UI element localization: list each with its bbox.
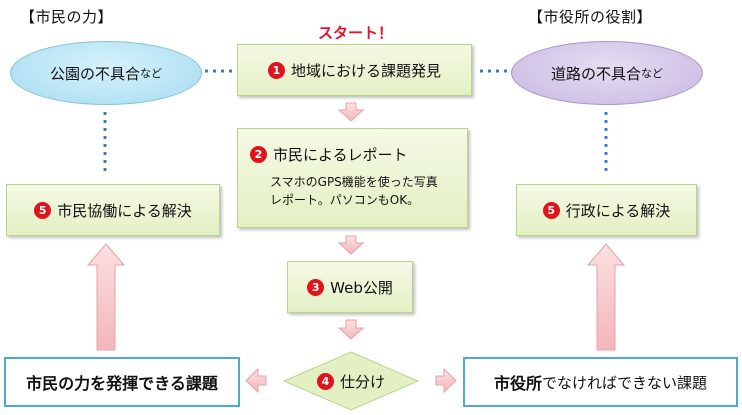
left-ellipse-suffix: など [140, 67, 162, 80]
step-1-number: 1 [267, 61, 285, 79]
step-3-number: 3 [307, 278, 325, 296]
step-3-label: Web公開 [330, 278, 393, 297]
step-2-title-row: 2 市民によるレポート [250, 144, 408, 165]
step-4-label: 仕分け [339, 372, 385, 391]
right-ellipse-main: 道路の不具合 [550, 64, 641, 83]
step-5-right-number: 5 [542, 201, 560, 219]
step-2-desc-line-1: スマホのGPS機能を使った写真 [270, 175, 438, 189]
left-arrow [245, 367, 267, 394]
step-3-box: 3 Web公開 [287, 261, 413, 313]
big-up-arrow-right [586, 243, 626, 351]
step-5-left-number: 5 [34, 201, 52, 219]
step-4-number: 4 [316, 372, 334, 390]
bottom-right-box: 市役所でなければできない課題 [463, 357, 738, 407]
step-5-right-label: 行政による解決 [565, 201, 671, 220]
down-arrow-2 [337, 235, 365, 255]
left-ellipse: 公園の不具合など [10, 41, 202, 105]
bottom-left-text: 市民の力を発揮できる課題 [26, 374, 218, 393]
step-5-left-label: 市民協働による解決 [57, 201, 192, 220]
right-arrow [435, 367, 457, 394]
sort-diamond [282, 351, 420, 411]
step-4-label-wrap: 4 仕分け [284, 368, 418, 394]
step-2-label: 市民によるレポート [273, 146, 408, 164]
bottom-right-rest: でなければできない課題 [542, 373, 708, 392]
start-label: スタート！ [318, 24, 394, 42]
right-ellipse: 道路の不具合など [511, 41, 703, 105]
step-2-number: 2 [250, 146, 267, 163]
step-5-left-box: 5 市民協働による解決 [6, 184, 220, 236]
step-1-label: 地域における課題発見 [290, 61, 441, 80]
left-heading: 【市民の力】 [20, 8, 114, 26]
right-ellipse-suffix: など [641, 67, 663, 80]
big-up-arrow-left [86, 243, 126, 351]
right-heading: 【市役所の役割】 [528, 8, 653, 26]
bottom-left-box: 市民の力を発揮できる課題 [4, 357, 240, 407]
down-arrow-3 [337, 319, 365, 340]
down-arrow-1 [337, 102, 365, 122]
step-1-box: 1 地域における課題発見 [237, 44, 472, 96]
step-2-desc-line-2: レポート。パソコンもOK。 [270, 193, 420, 207]
step-2-box: 2 市民によるレポート スマホのGPS機能を使った写真 レポート。パソコンもOK… [237, 128, 468, 228]
left-ellipse-main: 公園の不具合 [49, 64, 140, 83]
step-5-right-box: 5 行政による解決 [516, 184, 697, 236]
bottom-right-strong: 市役所 [493, 374, 542, 393]
